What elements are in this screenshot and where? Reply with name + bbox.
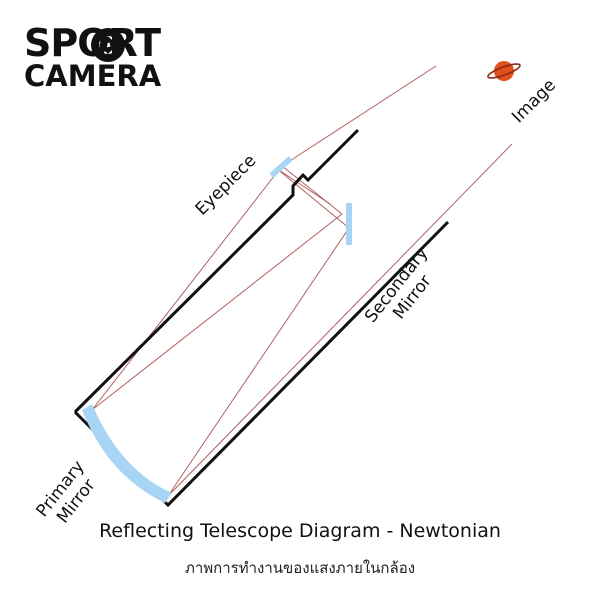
incoming-ray-bottom (167, 143, 513, 497)
eyepiece-lens (269, 156, 293, 178)
ray-secondary-to-eyepiece-2 (275, 167, 350, 229)
secondary-mirror (346, 203, 352, 245)
ray-primary-to-secondary-2 (167, 227, 350, 497)
tube-lower-wall (73, 220, 450, 508)
ray-secondary-to-eyepiece-1 (281, 165, 343, 215)
primary-mirror (82, 404, 172, 503)
diagram-title: Reflecting Telescope Diagram - Newtonian (99, 520, 501, 542)
aperture-icon (91, 28, 125, 62)
logo-sport: SPORT (24, 21, 161, 65)
incoming-ray-top (281, 65, 437, 167)
ray-primary-to-secondary-1 (91, 213, 343, 411)
diagram-subtitle: ภาพการทำงานของแสงภายในกล้อง (184, 559, 416, 577)
tube-upper-wall (73, 128, 360, 414)
logo-camera: CAMERA (24, 59, 162, 93)
ray-crossing-1 (275, 167, 331, 205)
ray-crossing-2 (91, 165, 283, 411)
planet-icon (487, 61, 521, 81)
